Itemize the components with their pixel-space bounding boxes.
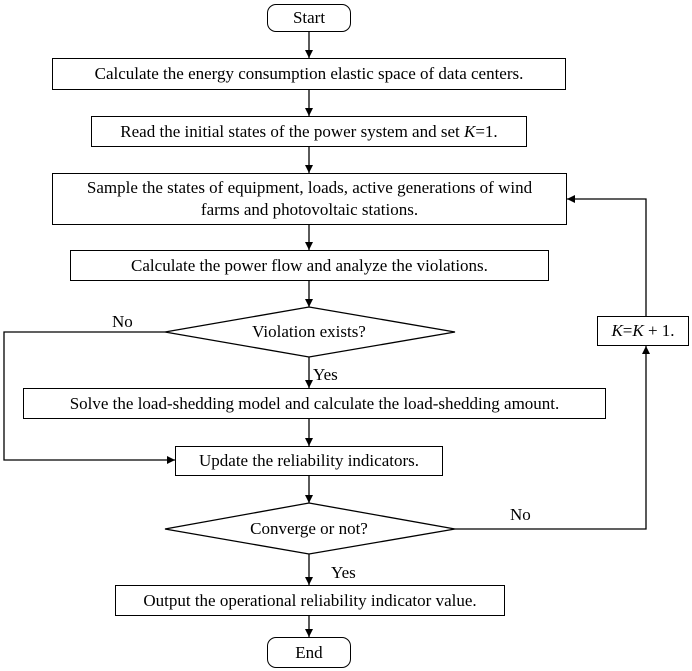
- step-sample-states-line1: Sample the states of equipment, loads, a…: [86, 178, 533, 197]
- decision-converge-shape: [164, 502, 456, 555]
- step-load-shedding-text: Solve the load-shedding model and calcul…: [69, 393, 560, 413]
- arrow-increment-to-step3: [567, 195, 647, 316]
- step-initial-states-text: Read the initial states of the power sys…: [120, 121, 498, 141]
- step-output-indicator-text: Output the operational reliability indic…: [143, 590, 477, 610]
- end-terminal: End: [267, 637, 351, 668]
- step-update-indicators-text: Update the reliability indicators.: [199, 451, 419, 470]
- step-sample-states-line2: farms and photovoltaic stations.: [200, 200, 419, 219]
- label-yes-converge: Yes: [331, 563, 356, 582]
- increment-k-box: K=K + 1.: [597, 316, 689, 346]
- arrow-decision1-no: [3, 331, 175, 464]
- step-sample-states: Sample the states of equipment, loads, a…: [52, 173, 567, 225]
- label-yes-violation: Yes: [313, 365, 338, 384]
- end-label: End: [295, 642, 323, 662]
- arrow-decision2-no: [455, 346, 650, 530]
- start-terminal: Start: [267, 4, 351, 32]
- label-no-violation: No: [112, 312, 133, 331]
- step-power-flow: Calculate the power flow and analyze the…: [70, 250, 549, 281]
- increment-k-text: K=K + 1.: [611, 321, 675, 340]
- decision-converge-label: Converge or not?: [250, 519, 368, 538]
- step-output-indicator: Output the operational reliability indic…: [115, 585, 505, 616]
- decision-violation-shape: [164, 306, 456, 358]
- step-update-indicators: Update the reliability indicators.: [175, 446, 443, 476]
- step-load-shedding: Solve the load-shedding model and calcul…: [23, 388, 606, 419]
- start-label: Start: [292, 8, 326, 27]
- step-initial-states: Read the initial states of the power sys…: [91, 116, 527, 147]
- decision-violation-label: Violation exists?: [252, 322, 366, 341]
- step-power-flow-text: Calculate the power flow and analyze the…: [131, 255, 488, 275]
- step-energy-space: Calculate the energy consumption elastic…: [52, 58, 566, 90]
- step-energy-space-text: Calculate the energy consumption elastic…: [94, 64, 524, 83]
- label-no-converge: No: [510, 505, 531, 524]
